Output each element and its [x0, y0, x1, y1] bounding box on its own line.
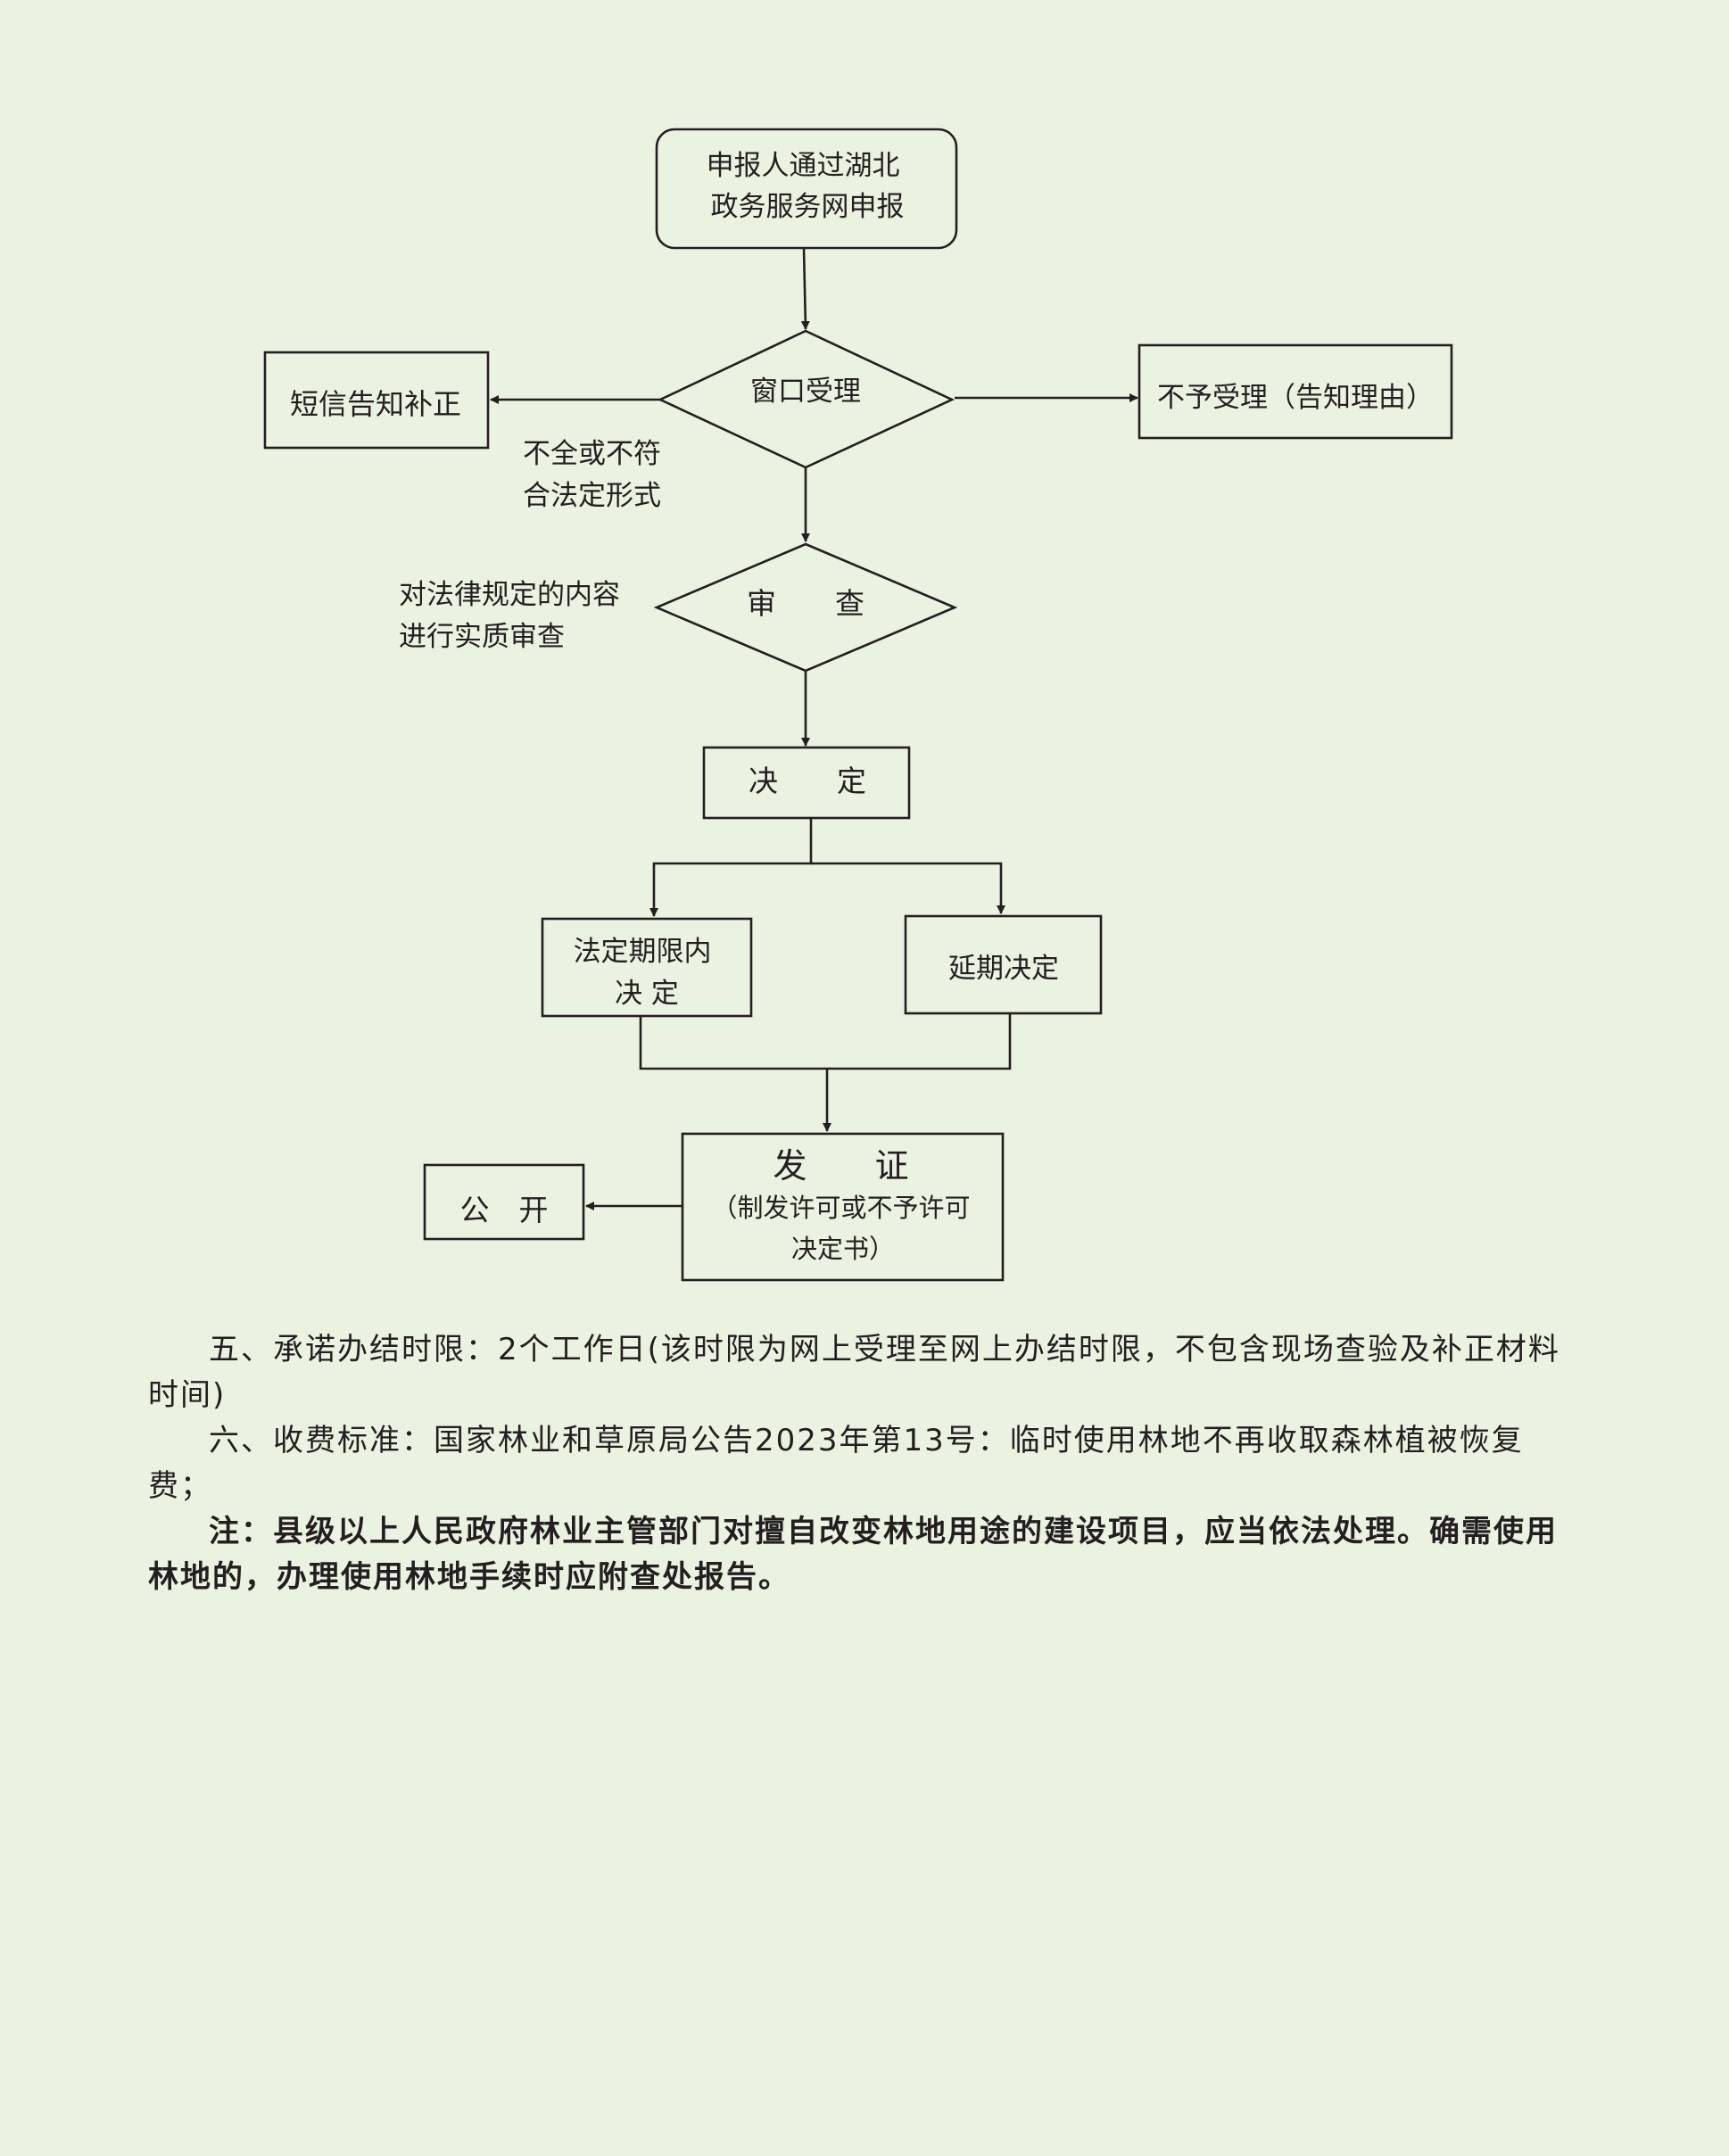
flowchart: 申报人通过湖北 政务服务网申报 窗口受理 短信告知补正 不全或不符 合法定形式 …: [263, 128, 1453, 1282]
not-accepted-box: [1138, 343, 1453, 440]
start-box: [655, 128, 958, 250]
issue-cert-sub-1: （制发许可或不予许可: [711, 1193, 970, 1223]
connector-decision-split: [649, 818, 813, 917]
decision-label: 决 定: [749, 764, 866, 798]
within-limit-label-1: 法定期限内: [574, 936, 712, 968]
arrow-start-to-window: [800, 247, 810, 330]
svg-text:不全或不符 合法定形式: 不全或不符 合法定形式: [523, 438, 670, 512]
issue-cert-sub-2: 决定书）: [791, 1234, 895, 1264]
sms-correction-label: 短信告知补正: [290, 387, 461, 421]
start-label-1: 申报人通过湖北: [707, 150, 900, 182]
review-label: 审 查: [747, 586, 864, 621]
svg-text:法定期限内 决 定: 法定期限内 决 定: [574, 936, 721, 1010]
extended-box: [904, 914, 1103, 1015]
extended-label: 延期决定: [948, 953, 1059, 985]
publish-box: [423, 1163, 585, 1241]
commitment-time-limit: 五、承诺办结时限：2个工作日(该时限为网上受理至网上办结时限，不包含现场查验及补…: [148, 1332, 1560, 1413]
svg-text:对法律规定的内容 进行实质审查: 对法律规定的内容 进行实质审查: [399, 579, 629, 653]
connector-decision-split-right: [811, 862, 1005, 914]
legal-note: 注：县级以上人民政府林业主管部门对擅自改变林地用途的建设项目，应当依法处理。确需…: [148, 1514, 1558, 1595]
incomplete-note-1: 不全或不符: [523, 438, 661, 470]
fee-standard: 六、收费标准：国家林业和草原局公告2023年第13号：临时使用林地不再收取森林植…: [148, 1423, 1524, 1504]
incomplete-note-2: 合法定形式: [523, 480, 661, 512]
decision-box: [702, 746, 911, 820]
publish-label: 公 开: [460, 1193, 549, 1227]
connector-merge: [639, 1013, 1012, 1070]
review-note-2: 进行实质审查: [399, 621, 565, 653]
within-limit-label-2: 决 定: [615, 978, 679, 1010]
svg-text:发 证 （制发许可或不予许可 决定书）: 发 证 （制发许可或不予许可 决定书）: [711, 1146, 974, 1264]
notes-section: 五、承诺办结时限：2个工作日(该时限为网上受理至网上办结时限，不包含现场查验及补…: [148, 1327, 1568, 1600]
within-limit-box: [541, 917, 753, 1018]
review-note-1: 对法律规定的内容: [399, 579, 620, 611]
start-label-2: 政务服务网申报: [711, 191, 905, 223]
svg-text:申报人通过湖北 政务服务网申报: 申报人通过湖北 政务服务网申报: [707, 150, 909, 223]
sms-correction-box: [263, 351, 490, 450]
not-accepted-label: 不予受理（告知理由）: [1157, 382, 1434, 414]
issue-cert-title: 发 证: [773, 1146, 908, 1185]
window-accept-label: 窗口受理: [750, 376, 861, 408]
